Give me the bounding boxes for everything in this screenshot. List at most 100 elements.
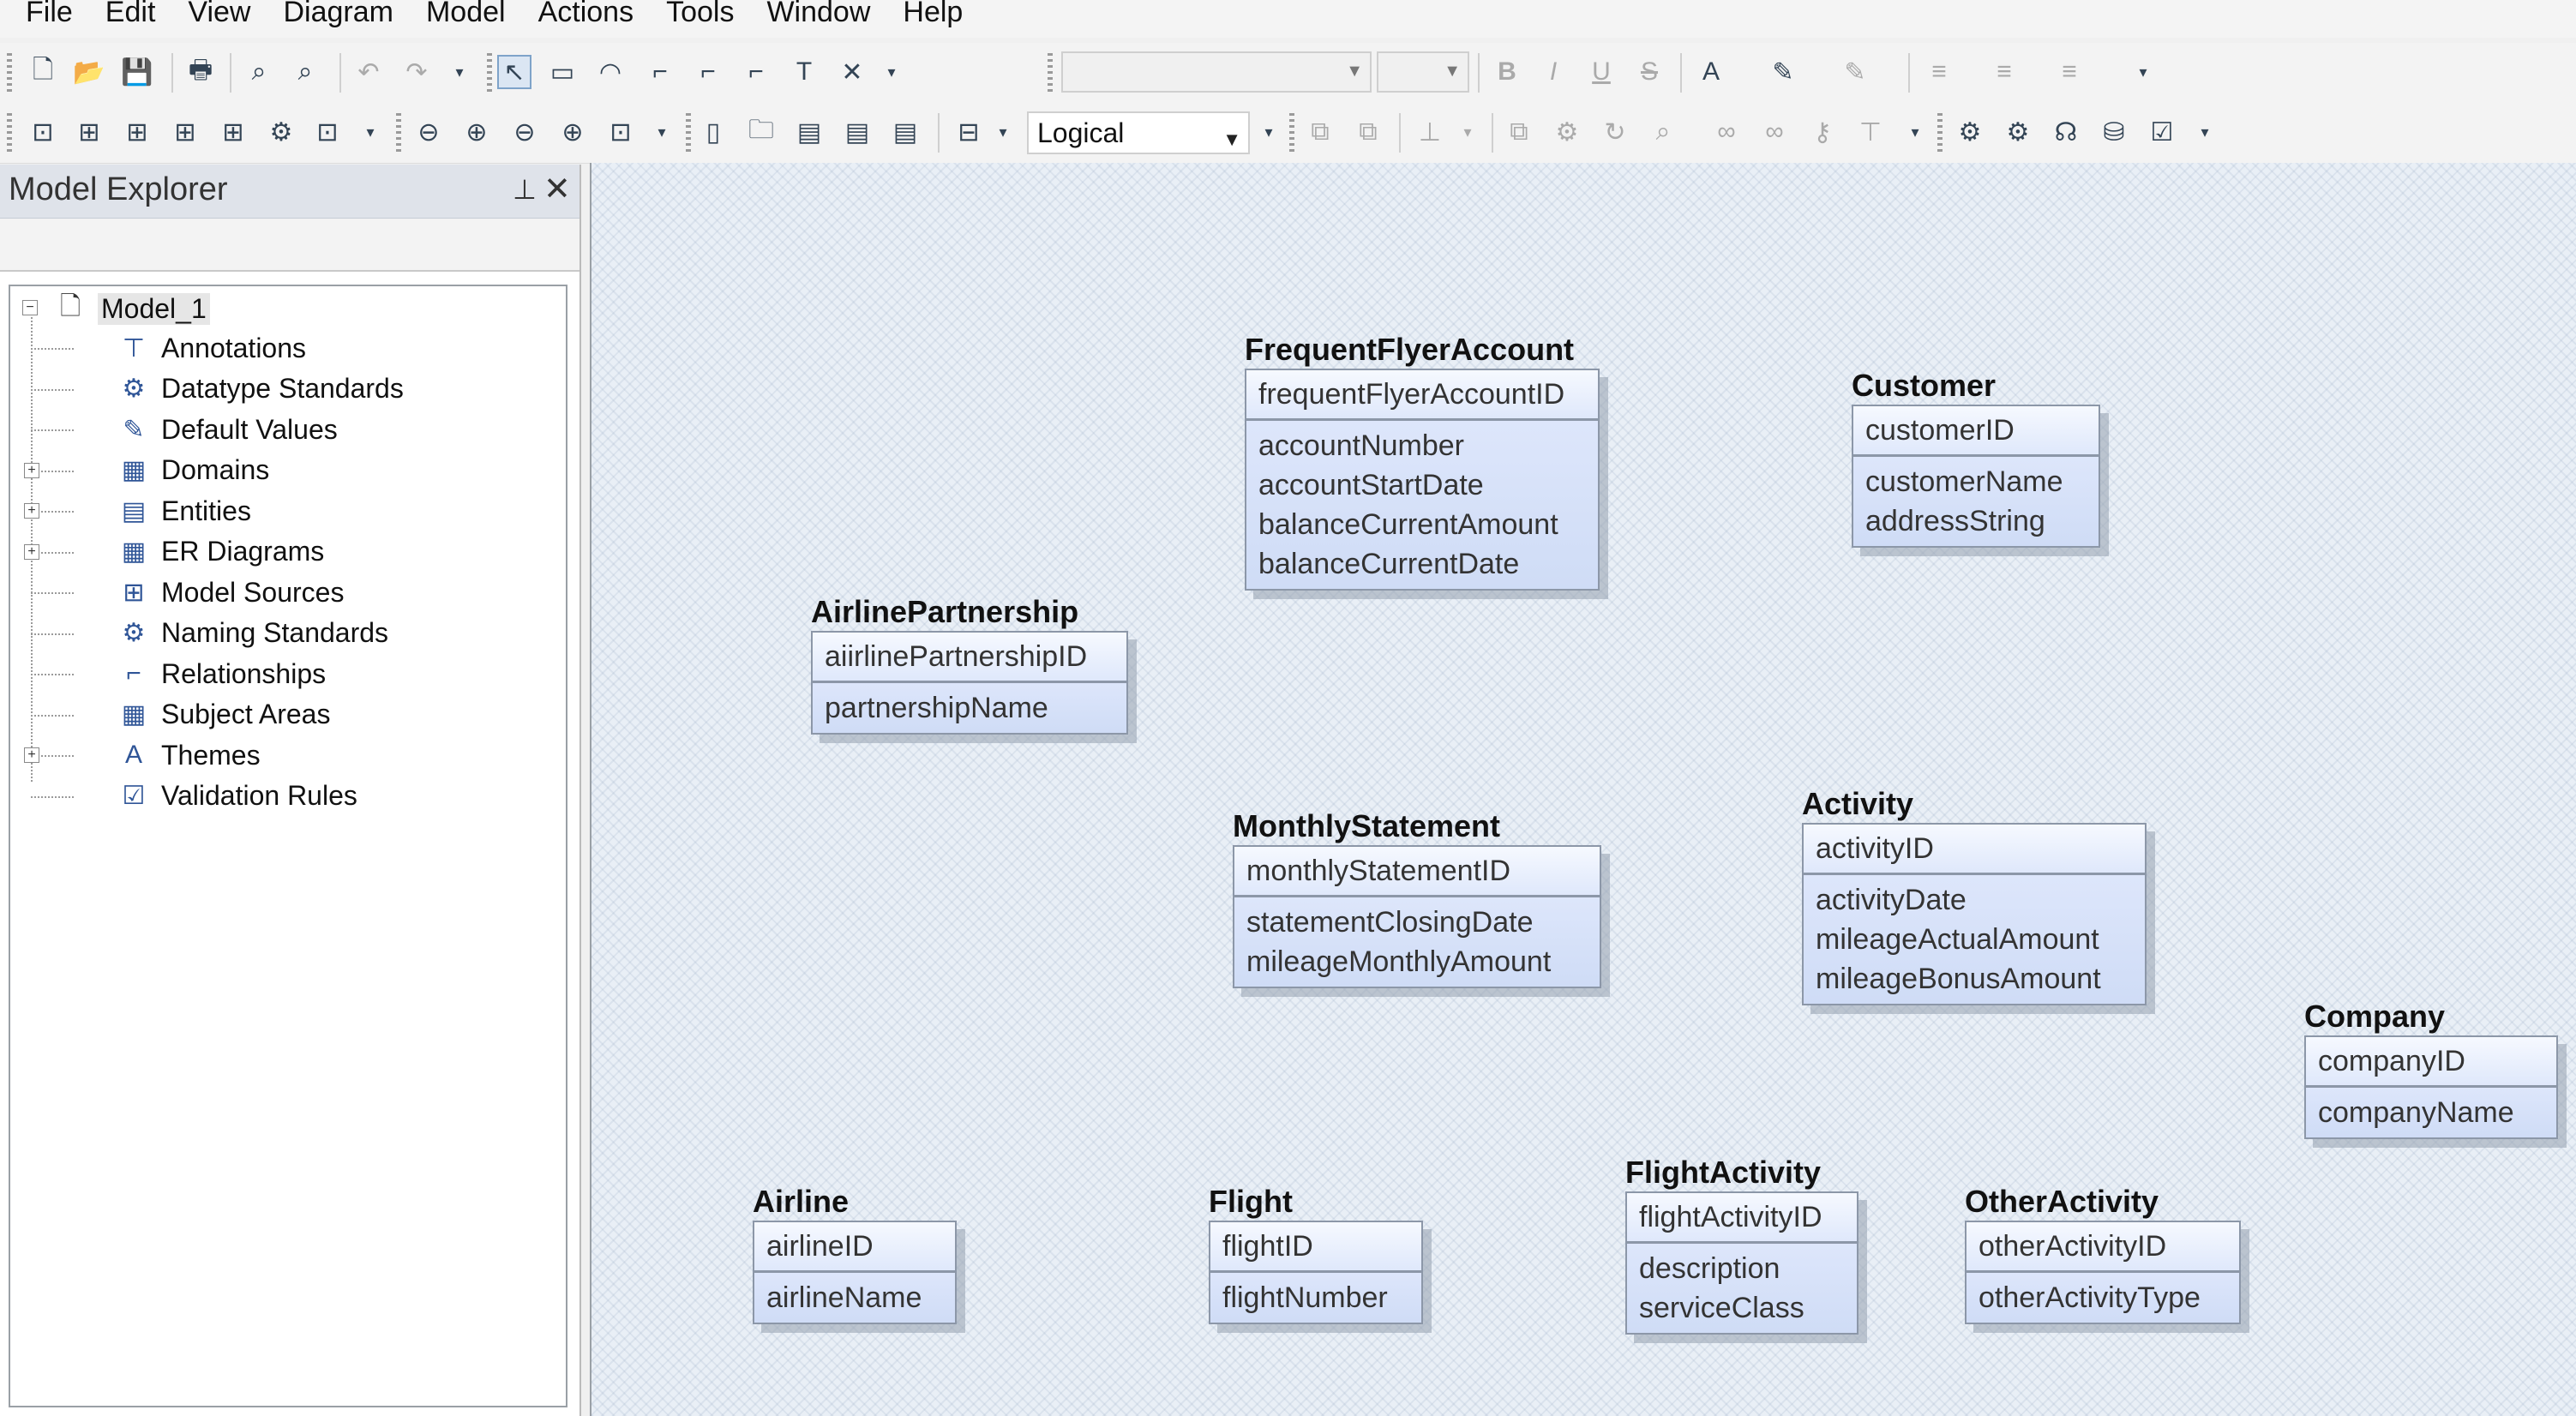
expand-toggle[interactable]: +: [24, 503, 39, 519]
reverse-engineer-icon[interactable]: ⚙: [2006, 117, 2030, 147]
font-name-select[interactable]: ▼: [1061, 51, 1372, 93]
undo-icon[interactable]: ↶: [357, 57, 380, 87]
entity-name[interactable]: OtherActivity: [1965, 1184, 2159, 1219]
index-icon[interactable]: ⊤: [1858, 117, 1882, 147]
entity-attribute[interactable]: mileageActualAmount: [1816, 923, 2099, 956]
primary-key-attribute[interactable]: companyID: [2306, 1037, 2556, 1088]
tree-item-er-diagrams[interactable]: ▦ER Diagrams: [117, 533, 324, 571]
chevron-down-icon[interactable]: ▾: [999, 123, 1007, 141]
model-tree[interactable]: − 🗋 Model_1 ⊤Annotations⚙Datatype Standa…: [9, 285, 567, 1407]
entity-attribute[interactable]: activityDate: [1816, 884, 1967, 916]
text-block-icon[interactable]: T: [796, 57, 813, 86]
entity-tool-icon[interactable]: ▭: [549, 57, 575, 87]
unlink-icon[interactable]: ∞: [1765, 117, 1784, 146]
primary-key-attribute[interactable]: activityID: [1804, 825, 2145, 875]
entity-attribute[interactable]: mileageMonthlyAmount: [1246, 945, 1552, 978]
expand-toggle[interactable]: +: [24, 462, 39, 478]
tree-item-subject-areas[interactable]: ▦Subject Areas: [117, 696, 331, 734]
menu-model[interactable]: Model: [425, 0, 506, 28]
entity-list-icon[interactable]: ▤: [796, 117, 822, 147]
menu-view[interactable]: View: [188, 0, 251, 28]
entity-attribute[interactable]: accountNumber: [1258, 429, 1465, 462]
subject-area-icon[interactable]: ⊞: [126, 117, 148, 147]
toolbar-grip[interactable]: [487, 53, 492, 93]
new-icon[interactable]: 🗋: [32, 55, 54, 84]
entity-name[interactable]: Flight: [1209, 1184, 1293, 1219]
pin-icon[interactable]: ⊥: [513, 174, 537, 205]
entity-name[interactable]: Customer: [1852, 368, 1997, 403]
tree-item-datatype-standards[interactable]: ⚙Datatype Standards: [117, 370, 404, 408]
entity-view-icon[interactable]: ⊞: [78, 117, 100, 147]
entity-name[interactable]: Activity: [1802, 786, 1914, 821]
toolbar-overflow-icon[interactable]: ▾: [1264, 123, 1273, 141]
align-icon[interactable]: ⊥: [1418, 117, 1442, 147]
primary-key-attribute[interactable]: aiirlinePartnershipID: [813, 633, 1126, 683]
tree-item-annotations[interactable]: ⊤Annotations: [117, 329, 306, 367]
entity-attribute[interactable]: customerName: [1865, 465, 2063, 498]
zoom-actual-icon[interactable]: ⊕: [561, 117, 584, 147]
fill-color-icon[interactable]: ✎: [1772, 57, 1794, 87]
entity-name[interactable]: MonthlyStatement: [1233, 808, 1501, 843]
entity-attribute[interactable]: accountStartDate: [1258, 469, 1484, 501]
refresh-icon[interactable]: ↻: [1604, 117, 1626, 147]
send-back-icon[interactable]: ⧉: [1359, 117, 1378, 146]
menu-diagram[interactable]: Diagram: [283, 0, 393, 28]
layout-icon[interactable]: ⊡: [316, 117, 339, 147]
find-icon[interactable]: ⌕: [251, 57, 267, 86]
redo-icon[interactable]: ↷: [405, 57, 428, 87]
toolbar-grip[interactable]: [7, 53, 12, 93]
menu-window[interactable]: Window: [766, 0, 871, 28]
entity-attribute[interactable]: otherActivityType: [1979, 1281, 2201, 1314]
entity-attribute[interactable]: mileageBonusAmount: [1816, 963, 2101, 995]
expand-toggle[interactable]: +: [24, 747, 39, 763]
entity-edit-icon[interactable]: ▤: [844, 117, 870, 147]
italic-icon[interactable]: I: [1549, 57, 1558, 86]
entity-box[interactable]: activityID activityDate mileageActualAmoun…: [1802, 823, 2147, 1005]
toolbar-grip[interactable]: [7, 113, 12, 153]
headset-icon[interactable]: ☊: [2054, 117, 2078, 147]
primary-key-attribute[interactable]: flightID: [1210, 1222, 1421, 1273]
key-icon[interactable]: ⚷: [1813, 117, 1832, 147]
entity-group-icon[interactable]: ▤: [892, 117, 918, 147]
toolbar-grip[interactable]: [1937, 113, 1943, 153]
tree-item-model-sources[interactable]: ⊞Model Sources: [117, 573, 344, 611]
menu-actions[interactable]: Actions: [537, 0, 634, 28]
diagram-view-icon[interactable]: ⊞: [174, 117, 196, 147]
toolbar-overflow-icon[interactable]: ▾: [366, 123, 375, 141]
diagram-canvas[interactable]: ✥ FrequentFlyerAccountfrequentFlyerAccou…: [590, 163, 2576, 1416]
line-weight-icon[interactable]: ≡: [1931, 57, 1947, 86]
open-icon[interactable]: 📂: [73, 57, 105, 87]
entity-name[interactable]: FlightActivity: [1625, 1155, 1822, 1190]
find-replace-icon[interactable]: ⌕: [297, 57, 313, 86]
menu-help[interactable]: Help: [903, 0, 964, 28]
generate-icon[interactable]: ⚙: [1958, 117, 1982, 147]
tree-item-domains[interactable]: ▦Domains: [117, 452, 269, 489]
toolbar-overflow-icon[interactable]: ▾: [658, 123, 666, 141]
toolbar-grip[interactable]: [1048, 53, 1053, 93]
entity-attribute[interactable]: balanceCurrentDate: [1258, 548, 1520, 580]
entity-name[interactable]: FrequentFlyerAccount: [1245, 332, 1575, 367]
zoom-out-icon[interactable]: ⊖: [417, 117, 440, 147]
entity-name[interactable]: Airline: [753, 1184, 850, 1219]
primary-key-attribute[interactable]: frequentFlyerAccountID: [1246, 370, 1598, 421]
optional-relationship-icon[interactable]: ⌐: [748, 57, 764, 86]
model-icon[interactable]: ⊡: [32, 117, 54, 147]
expand-toggle[interactable]: +: [24, 543, 39, 560]
compare-icon[interactable]: ⚙: [1555, 117, 1579, 147]
tree-item-entities[interactable]: ▤Entities: [117, 492, 251, 530]
primary-key-attribute[interactable]: customerID: [1853, 406, 2099, 457]
line-color-icon[interactable]: ✎: [1844, 57, 1866, 87]
entity-name[interactable]: AirlinePartnership: [811, 594, 1079, 629]
font-color-icon[interactable]: A: [1702, 57, 1720, 86]
page-icon[interactable]: ▯: [706, 117, 721, 147]
table-icon[interactable]: ⊞: [222, 117, 244, 147]
link-icon[interactable]: ∞: [1717, 117, 1736, 146]
